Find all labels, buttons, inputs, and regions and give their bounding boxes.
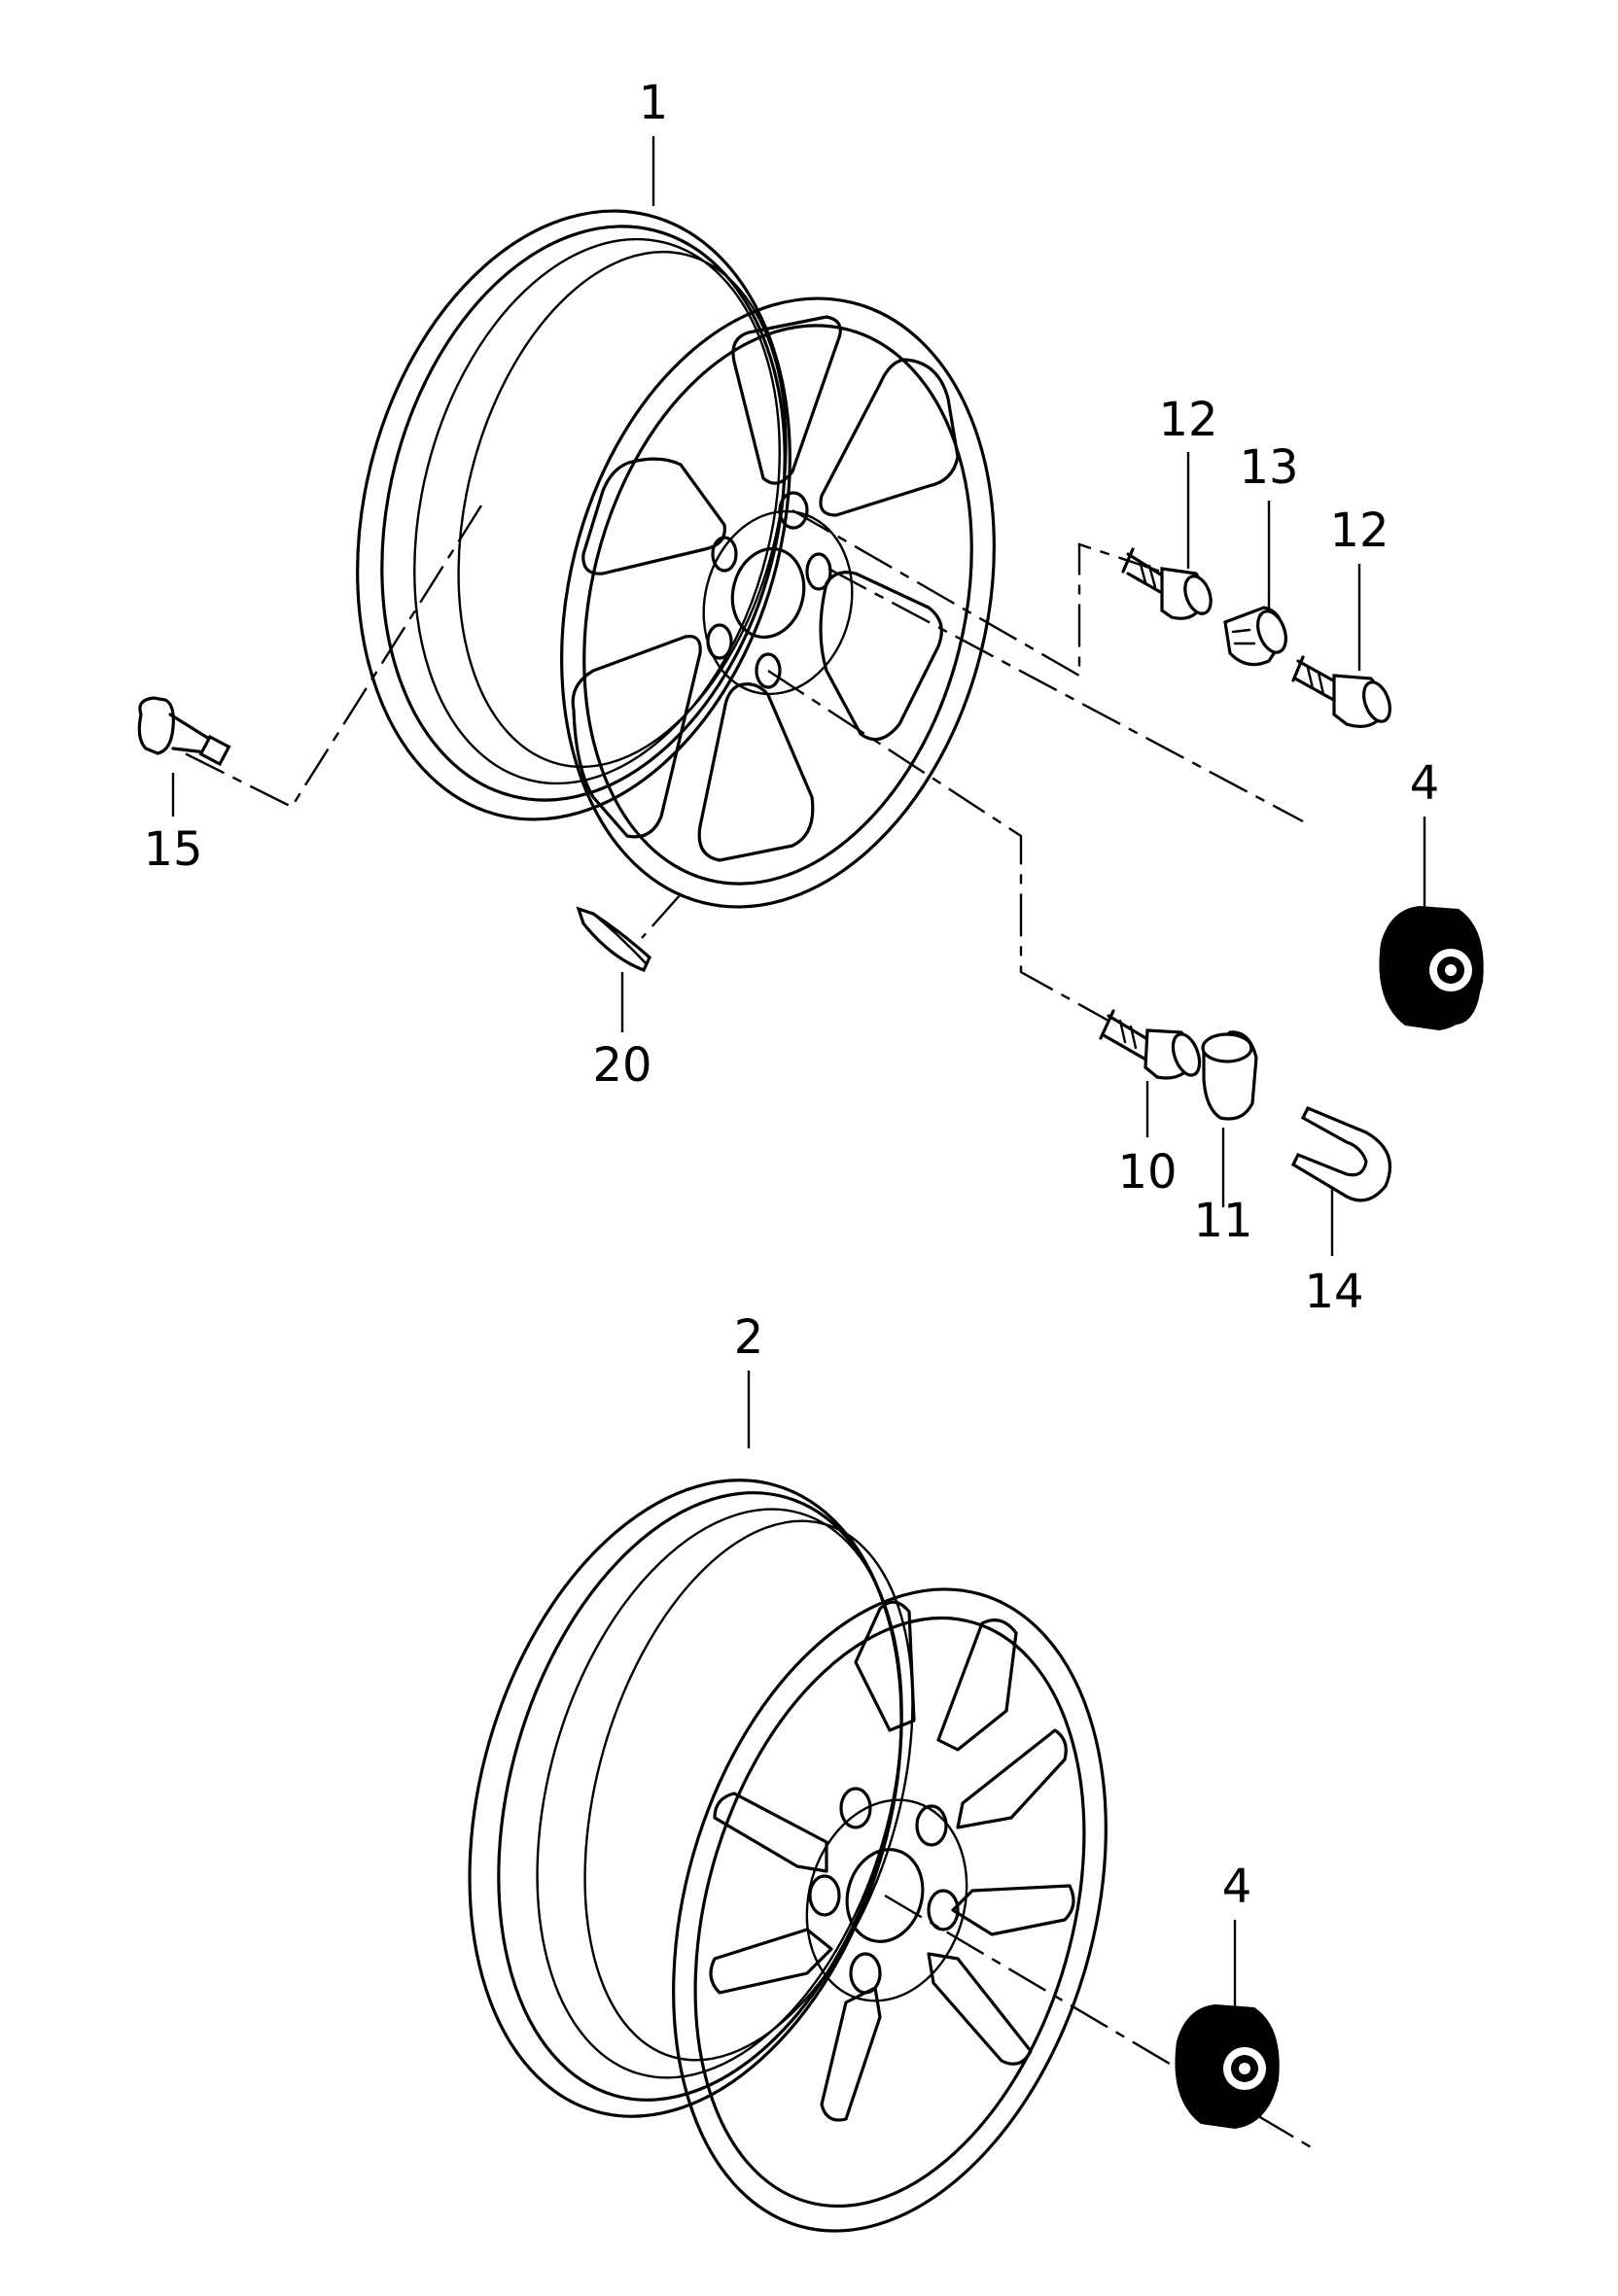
callout-center-cap-lower: 4 [1222, 1860, 1252, 1914]
callout-labels: 1 2 4 4 10 11 12 12 13 14 15 20 [143, 76, 1439, 1914]
anti-theft-bolt-right [1291, 655, 1391, 728]
anti-theft-bolt-top [1121, 547, 1213, 620]
callout-tyre-valve: 15 [143, 822, 202, 877]
callout-wheel-bolt: 10 [1117, 1145, 1177, 1200]
center-cap-upper [1379, 906, 1484, 1030]
callout-anti-theft-bolt-right: 12 [1329, 504, 1389, 558]
bolt-cap [1201, 1030, 1258, 1121]
callout-wheel-lower: 2 [734, 1310, 764, 1365]
adapter [1223, 606, 1287, 667]
callout-center-cap-upper: 4 [1410, 756, 1440, 811]
callout-bolt-cap: 11 [1193, 1194, 1252, 1248]
center-cap-lower [1175, 2004, 1280, 2129]
balance-weight [576, 906, 651, 973]
callout-balance-weight: 20 [592, 1038, 651, 1093]
wheel-bolt [1099, 1009, 1202, 1080]
assembly-lines [174, 504, 1314, 2150]
callout-removal-tool: 14 [1304, 1265, 1363, 1319]
leader-lines [171, 136, 1426, 2017]
callout-anti-theft-bolt-top: 12 [1158, 393, 1217, 447]
alloy-wheel-upper [356, 209, 996, 909]
tyre-valve [137, 696, 231, 767]
removal-tool [1290, 1105, 1392, 1202]
alloy-wheel-lower [468, 1478, 1108, 2233]
callout-wheel-upper: 1 [639, 76, 669, 130]
callout-adapter: 13 [1239, 440, 1298, 495]
